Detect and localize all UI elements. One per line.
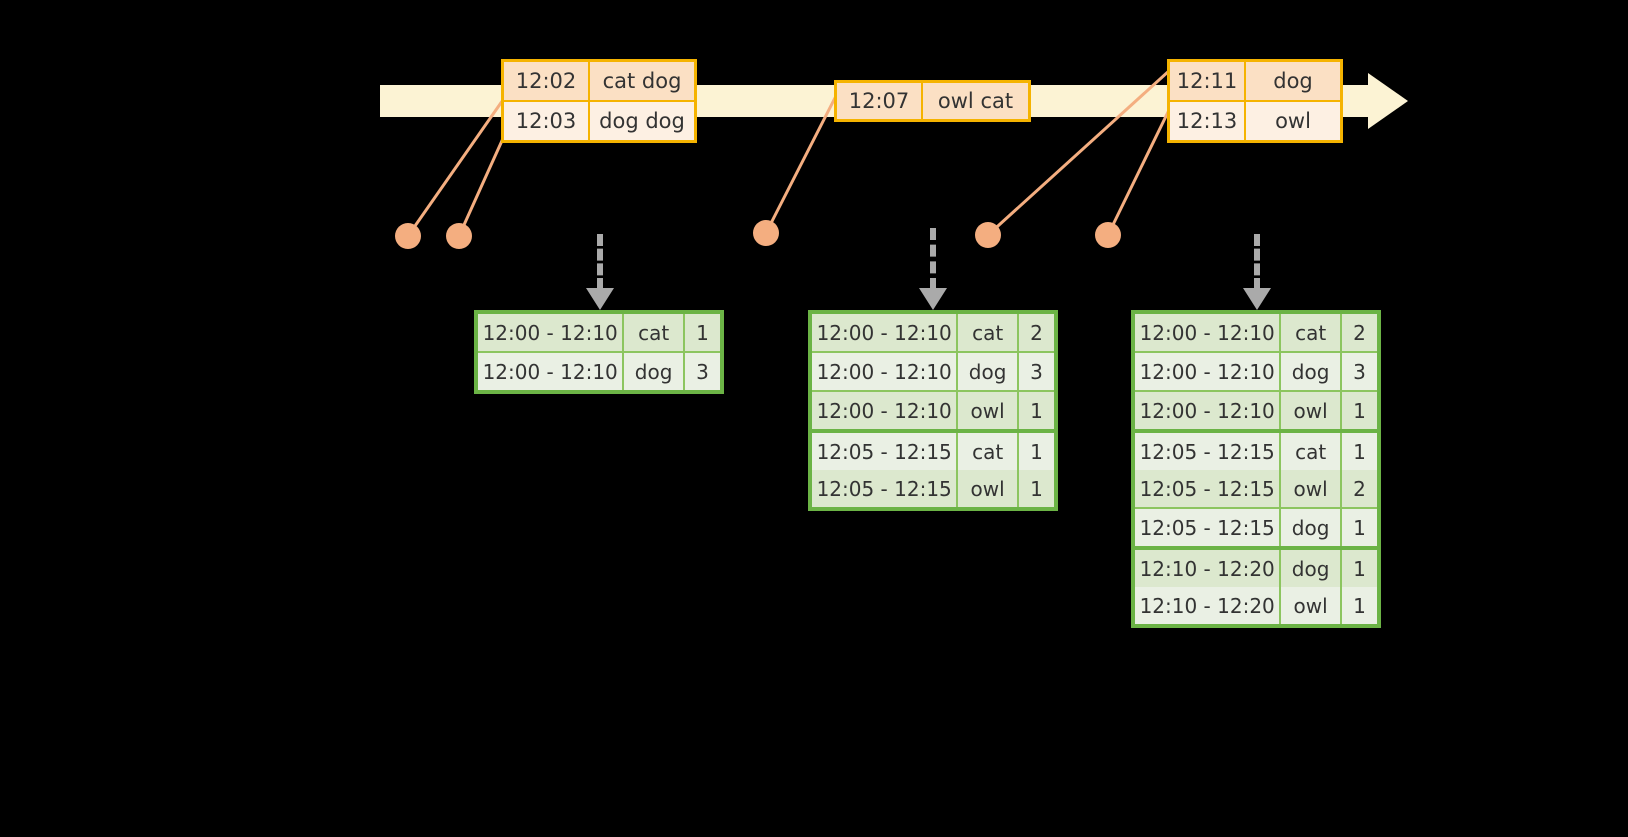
cell-key: dog bbox=[956, 353, 1017, 390]
cell-window: 12:05 - 12:15 bbox=[1135, 470, 1280, 507]
connector-dot bbox=[975, 222, 1001, 248]
connector-dot bbox=[446, 223, 472, 249]
cell-key: owl bbox=[956, 392, 1017, 429]
table-row: 12:00 - 12:10 cat 2 bbox=[812, 314, 1054, 351]
cell-key: cat bbox=[956, 433, 1017, 470]
cell-window: 12:10 - 12:20 bbox=[1135, 550, 1280, 587]
event-time: 12:03 bbox=[504, 102, 590, 140]
cell-count: 3 bbox=[1016, 353, 1054, 390]
cell-count: 1 bbox=[1339, 392, 1377, 429]
table-row: 12:10 - 12:20 owl 1 bbox=[1135, 587, 1377, 624]
event-row: 12:03 dog dog bbox=[504, 100, 694, 140]
cell-window: 12:10 - 12:20 bbox=[1135, 587, 1280, 624]
cell-key: cat bbox=[956, 314, 1017, 351]
event-box-3: 12:11 dog 12:13 owl bbox=[1167, 59, 1343, 143]
cell-count: 1 bbox=[1016, 470, 1054, 507]
cell-window: 12:00 - 12:10 bbox=[812, 314, 957, 351]
cell-count: 2 bbox=[1339, 470, 1377, 507]
cell-count: 1 bbox=[1339, 509, 1377, 546]
event-value: owl bbox=[1246, 102, 1340, 140]
table-row: 12:00 - 12:10 dog 3 bbox=[812, 351, 1054, 390]
cell-window: 12:05 - 12:15 bbox=[812, 433, 957, 470]
table-row: 12:00 - 12:10 cat 1 bbox=[478, 314, 720, 351]
event-value: dog dog bbox=[590, 102, 694, 140]
cell-count: 1 bbox=[682, 314, 720, 351]
cell-key: cat bbox=[1279, 433, 1340, 470]
table-row: 12:00 - 12:10 dog 3 bbox=[478, 351, 720, 390]
connector-dot bbox=[395, 223, 421, 249]
result-table-2: 12:00 - 12:10 cat 2 12:00 - 12:10 dog 3 … bbox=[808, 310, 1058, 511]
cell-count: 1 bbox=[1016, 433, 1054, 470]
table-row: 12:00 - 12:10 cat 2 bbox=[1135, 314, 1377, 351]
cell-key: dog bbox=[1279, 550, 1340, 587]
cell-window: 12:00 - 12:10 bbox=[478, 353, 623, 390]
down-arrow-icon-1 bbox=[586, 234, 614, 310]
table-row: 12:05 - 12:15 owl 2 bbox=[1135, 470, 1377, 507]
cell-key: dog bbox=[1279, 353, 1340, 390]
cell-key: owl bbox=[1279, 392, 1340, 429]
cell-count: 1 bbox=[1339, 587, 1377, 624]
event-row: 12:02 cat dog bbox=[504, 62, 694, 100]
event-box-1: 12:02 cat dog 12:03 dog dog bbox=[501, 59, 697, 143]
cell-window: 12:05 - 12:15 bbox=[812, 470, 957, 507]
event-row: 12:07 owl cat bbox=[837, 83, 1028, 119]
cell-count: 1 bbox=[1339, 550, 1377, 587]
cell-window: 12:00 - 12:10 bbox=[478, 314, 623, 351]
event-time: 12:13 bbox=[1170, 102, 1246, 140]
cell-window: 12:05 - 12:15 bbox=[1135, 509, 1280, 546]
table-row: 12:00 - 12:10 owl 1 bbox=[812, 390, 1054, 429]
cell-count: 1 bbox=[1016, 392, 1054, 429]
result-table-1: 12:00 - 12:10 cat 1 12:00 - 12:10 dog 3 bbox=[474, 310, 724, 394]
cell-window: 12:00 - 12:10 bbox=[812, 353, 957, 390]
down-arrow-icon-3 bbox=[1243, 234, 1271, 310]
cell-count: 3 bbox=[1339, 353, 1377, 390]
table-row: 12:05 - 12:15 dog 1 bbox=[1135, 507, 1377, 546]
timeline-arrowhead-icon bbox=[1368, 73, 1408, 129]
cell-key: cat bbox=[622, 314, 683, 351]
cell-key: owl bbox=[956, 470, 1017, 507]
cell-key: dog bbox=[622, 353, 683, 390]
cell-window: 12:05 - 12:15 bbox=[1135, 433, 1280, 470]
table-row: 12:05 - 12:15 owl 1 bbox=[812, 470, 1054, 507]
event-time: 12:02 bbox=[504, 62, 590, 100]
cell-count: 3 bbox=[682, 353, 720, 390]
result-table-3: 12:00 - 12:10 cat 2 12:00 - 12:10 dog 3 … bbox=[1131, 310, 1381, 628]
cell-count: 2 bbox=[1016, 314, 1054, 351]
cell-key: owl bbox=[1279, 587, 1340, 624]
event-row: 12:11 dog bbox=[1170, 62, 1340, 100]
cell-key: cat bbox=[1279, 314, 1340, 351]
event-box-2: 12:07 owl cat bbox=[834, 80, 1031, 122]
cell-window: 12:00 - 12:10 bbox=[1135, 392, 1280, 429]
event-time: 12:11 bbox=[1170, 62, 1246, 100]
table-row: 12:00 - 12:10 dog 3 bbox=[1135, 351, 1377, 390]
cell-count: 2 bbox=[1339, 314, 1377, 351]
down-arrow-icon-2 bbox=[919, 228, 947, 310]
cell-window: 12:00 - 12:10 bbox=[1135, 314, 1280, 351]
table-row: 12:05 - 12:15 cat 1 bbox=[812, 429, 1054, 470]
cell-window: 12:00 - 12:10 bbox=[812, 392, 957, 429]
cell-window: 12:00 - 12:10 bbox=[1135, 353, 1280, 390]
event-value: owl cat bbox=[923, 83, 1028, 119]
event-row: 12:13 owl bbox=[1170, 100, 1340, 140]
cell-count: 1 bbox=[1339, 433, 1377, 470]
table-row: 12:05 - 12:15 cat 1 bbox=[1135, 429, 1377, 470]
connector-dot bbox=[753, 220, 779, 246]
table-row: 12:10 - 12:20 dog 1 bbox=[1135, 546, 1377, 587]
event-value: dog bbox=[1246, 62, 1340, 100]
event-time: 12:07 bbox=[837, 83, 923, 119]
cell-key: owl bbox=[1279, 470, 1340, 507]
table-row: 12:00 - 12:10 owl 1 bbox=[1135, 390, 1377, 429]
event-value: cat dog bbox=[590, 62, 694, 100]
cell-key: dog bbox=[1279, 509, 1340, 546]
connector-dot bbox=[1095, 222, 1121, 248]
